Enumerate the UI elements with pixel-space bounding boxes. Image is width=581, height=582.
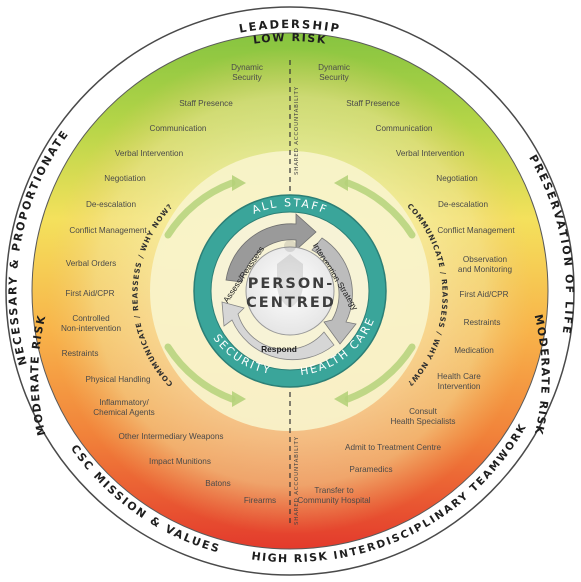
list-item: Security [232, 73, 262, 82]
arrow-bottom-right [344, 343, 416, 403]
arrow-head-icon [232, 391, 246, 407]
list-item: Staff Presence [346, 99, 400, 108]
security-responses-list: Dynamic Security Staff Presence Communic… [61, 63, 276, 505]
list-item: First Aid/CPR [459, 290, 508, 299]
center-disc [245, 246, 335, 336]
list-item: Paramedics [349, 465, 392, 474]
list-item: Community Hospital [297, 496, 370, 505]
health-care-responses-list: Dynamic Security Staff Presence Communic… [297, 63, 515, 505]
arrow-top-left [164, 179, 236, 239]
respond-label: Respond [261, 344, 297, 354]
intervention-arrow [311, 237, 357, 345]
list-item: Health Specialists [390, 417, 455, 426]
list-item: Verbal Intervention [115, 149, 184, 158]
list-item: Other Intermediary Weapons [119, 432, 224, 441]
list-item: Observation [463, 255, 508, 264]
list-item: De-escalation [438, 200, 489, 209]
list-item: Admit to Treatment Centre [345, 443, 441, 452]
list-item: and Monitoring [458, 265, 513, 274]
list-item: Batons [205, 479, 231, 488]
crest-watermark [277, 240, 303, 308]
low-risk-label: LOW RISK [252, 31, 327, 47]
leadership-label: LEADERSHIP [238, 17, 342, 36]
list-item: Dynamic [231, 63, 263, 72]
list-item: Communication [376, 124, 433, 133]
list-item: Restraints [62, 349, 99, 358]
moderate-risk-left-label: MODERATE RISK [28, 313, 48, 437]
list-item: Negotiation [436, 174, 478, 183]
list-item: Negotiation [104, 174, 146, 183]
list-item: Intervention [438, 382, 481, 391]
arrow-head-icon [334, 175, 348, 191]
list-item: Conflict Management [69, 226, 147, 235]
crest-shield-icon [277, 254, 303, 308]
list-item: Consult [409, 407, 437, 416]
list-item: Conflict Management [437, 226, 515, 235]
list-item: Staff Presence [179, 99, 233, 108]
list-item: Firearms [244, 496, 276, 505]
cycle-arrows [221, 213, 357, 361]
center-line-1: PERSON- [248, 276, 335, 292]
shared-accountability-top: SHARED ACCOUNTABILITY [294, 86, 300, 175]
list-item: Verbal Intervention [396, 149, 465, 158]
list-item: Impact Munitions [149, 457, 211, 466]
crest-crown-icon [284, 240, 296, 252]
list-item: Verbal Orders [66, 259, 117, 268]
respond-arrow [221, 301, 335, 361]
communicate-arrows [164, 179, 416, 403]
arrow-head-icon [334, 391, 348, 407]
list-item: Physical Handling [85, 375, 151, 384]
list-item: Restraints [464, 318, 501, 327]
list-item: Communication [150, 124, 207, 133]
arrow-head-icon [232, 175, 246, 191]
list-item: Dynamic [318, 63, 350, 72]
assess-arrow [225, 213, 317, 283]
arrow-top-right [344, 179, 416, 239]
list-item: First Aid/CPR [65, 289, 114, 298]
shared-accountability-bottom: SHARED ACCOUNTABILITY [294, 436, 300, 525]
list-item: Medication [454, 346, 494, 355]
high-risk-label: HIGH RISK [251, 549, 330, 565]
list-item: Inflammatory/ [99, 398, 149, 407]
list-item: Transfer to [314, 486, 354, 495]
list-item: Non-intervention [61, 324, 122, 333]
list-item: Health Care [437, 372, 481, 381]
list-item: Controlled [72, 314, 110, 323]
arrow-bottom-left [164, 343, 236, 403]
center-line-2: CENTRED [246, 295, 336, 311]
arrow-heads [232, 175, 348, 407]
list-item: Chemical Agents [93, 408, 154, 417]
list-item: Security [319, 73, 349, 82]
list-item: De-escalation [86, 200, 137, 209]
